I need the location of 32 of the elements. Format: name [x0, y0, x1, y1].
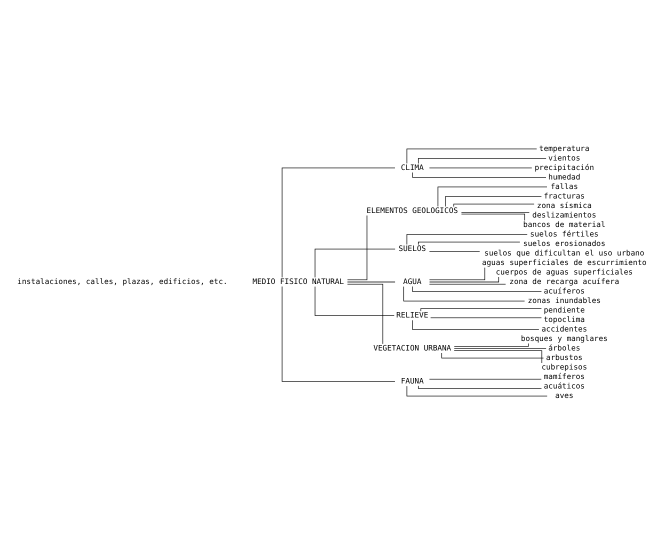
connector: [418, 158, 546, 164]
connector: [429, 276, 500, 282]
connector: [347, 283, 384, 344]
connector: [429, 167, 532, 168]
connector: [347, 281, 396, 282]
connector: [406, 148, 538, 164]
connector: [429, 283, 506, 284]
connector: [418, 241, 520, 244]
connector: [282, 286, 396, 382]
connector: [418, 385, 542, 388]
connector: [314, 248, 396, 278]
connector: [438, 186, 548, 206]
connector: [429, 250, 480, 252]
connector: [454, 342, 529, 346]
connector: [347, 214, 368, 280]
connector: [420, 308, 542, 311]
connector: [282, 167, 396, 278]
connector: [429, 266, 486, 280]
connector: [454, 350, 542, 363]
connector: [453, 203, 534, 206]
connector: [403, 286, 525, 301]
connector: [412, 319, 540, 330]
connector: [406, 234, 528, 244]
connector: [430, 316, 542, 318]
connector: [406, 385, 548, 396]
connector: [445, 196, 542, 206]
connector: [412, 286, 542, 292]
connector: [441, 352, 544, 358]
connector: [429, 378, 542, 380]
connector: [461, 213, 526, 220]
connector: [314, 286, 395, 316]
connector: [412, 172, 546, 178]
